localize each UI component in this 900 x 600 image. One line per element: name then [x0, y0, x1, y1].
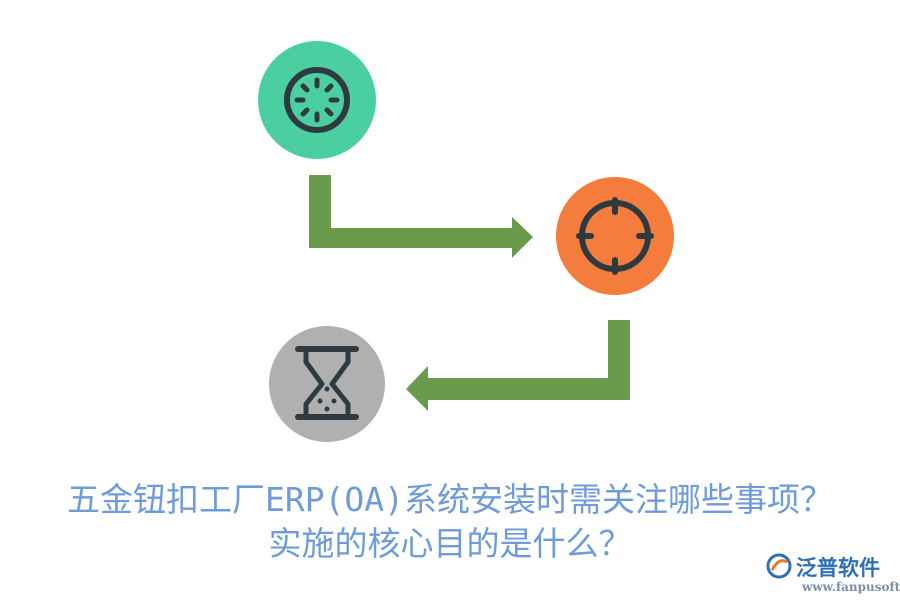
crosshair-target-icon [576, 197, 654, 275]
step-1-circle [258, 41, 376, 159]
caption: 五金钮扣工厂ERP(OA)系统安装时需关注哪些事项？ 实施的核心目的是什么？ [0, 478, 900, 566]
step-3-circle [269, 326, 385, 442]
brand-logo: 泛普软件 www.fanpusoft.com [762, 552, 900, 598]
brand-url: www.fanpusoft.com [802, 580, 900, 594]
flow-diagram [258, 41, 674, 442]
hourglass-icon [295, 346, 359, 420]
caption-line-1: 五金钮扣工厂ERP(OA)系统安装时需关注哪些事项？ [66, 480, 834, 519]
brand-name: 泛普软件 [796, 556, 880, 580]
arrow-green-to-orange [309, 175, 533, 258]
step-2-circle [556, 177, 674, 295]
caption-line-2: 实施的核心目的是什么？ [268, 524, 632, 563]
clock-face-icon [284, 67, 350, 133]
arrow-orange-to-grey [406, 320, 630, 411]
brand-mark-icon [766, 553, 792, 579]
